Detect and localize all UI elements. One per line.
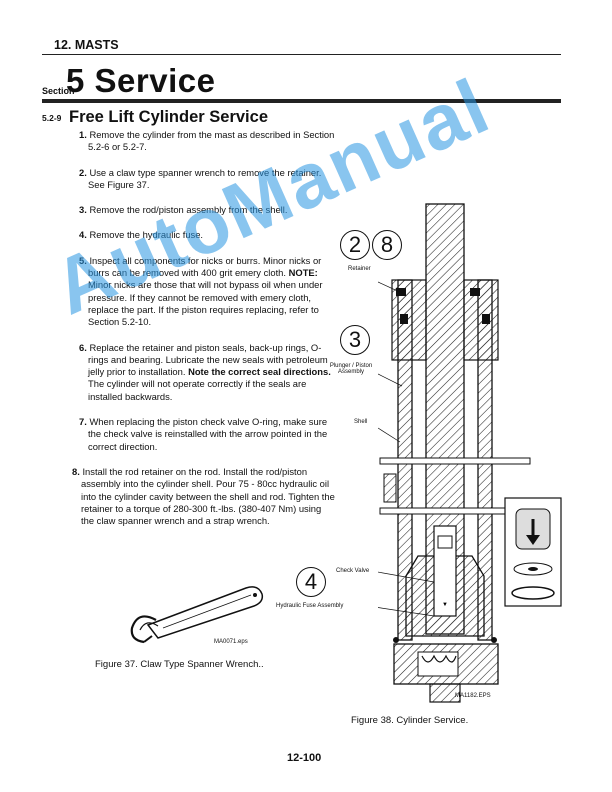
section-label: Section <box>42 86 75 96</box>
page-number: 12-100 <box>287 752 322 764</box>
callout-3: 3 <box>340 325 370 355</box>
label-retainer: Retainer <box>348 266 371 272</box>
procedure-steps: 1. Remove the cylinder from the mast as … <box>72 129 335 540</box>
header-rule <box>42 54 561 55</box>
check-valve-parts-inset <box>504 497 562 607</box>
section-title: 5 Service <box>66 62 216 99</box>
step-5: 5. Inspect all components for nicks or b… <box>79 254 323 328</box>
fig38-file-label: MA1182.EPS <box>455 693 491 699</box>
callout-8: 8 <box>372 230 402 260</box>
fig38-caption: Figure 38. Cylinder Service. <box>351 715 469 726</box>
step-7: 7. When replacing the piston check valve… <box>79 416 328 452</box>
step-4: 4. Remove the hydraulic fuse. <box>79 229 204 241</box>
svg-text:▼: ▼ <box>442 602 448 608</box>
step-3: 3. Remove the rod/piston assembly from t… <box>79 204 288 216</box>
fig37-file-label: MA0071.eps <box>214 639 248 645</box>
label-check-valve: Check Valve <box>336 568 370 574</box>
callout-2: 2 <box>340 230 370 260</box>
step-1: 1. Remove the cylinder from the mast as … <box>79 129 335 153</box>
section-rule <box>42 99 561 103</box>
fig37-caption: Figure 37. Claw Type Spanner Wrench.. <box>95 659 264 670</box>
spanner-wrench-illustration <box>130 586 264 644</box>
label-hydraulic-fuse: Hydraulic Fuse Assembly <box>276 603 344 609</box>
cylinder-section-illustration: ▼ <box>378 203 531 703</box>
step-6: 6. Replace the retainer and piston seals… <box>79 341 331 402</box>
subsection-title: Free Lift Cylinder Service <box>69 108 268 126</box>
chapter-heading: 12. MASTS <box>54 38 119 52</box>
step-8: 8. Install the rod retainer on the rod. … <box>72 465 335 527</box>
step-2: 2. Use a claw type spanner wrench to rem… <box>79 166 322 190</box>
subsection-number: 5.2-9 <box>42 113 62 123</box>
label-shell: Shell <box>354 419 368 425</box>
callout-4: 4 <box>296 567 326 597</box>
label-plunger: Plunger / Piston Assembly <box>329 363 373 375</box>
